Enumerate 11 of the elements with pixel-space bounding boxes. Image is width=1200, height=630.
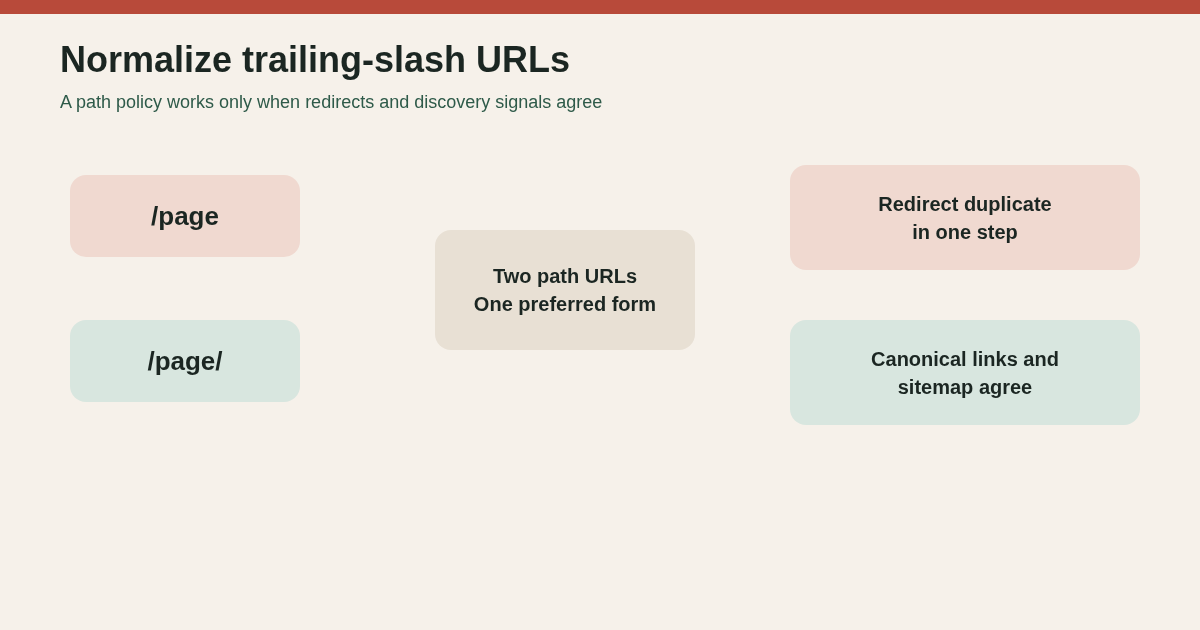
url-box	[70, 320, 300, 402]
box-label: Two path URLs One preferred form	[472, 264, 658, 317]
action-box	[790, 165, 1140, 270]
box-label: Redirect duplicate in one step	[877, 191, 1053, 245]
box-label: /page	[151, 200, 219, 232]
url-box	[70, 175, 300, 257]
title: Normalize trailing-slash URLs	[60, 38, 571, 82]
box-label: /page/	[147, 345, 223, 377]
subtitle: A path policy works only when redirects and discovery signals agree	[60, 91, 603, 114]
box-label: Canonical links and sitemap agree	[870, 346, 1060, 400]
action-box	[790, 320, 1140, 425]
